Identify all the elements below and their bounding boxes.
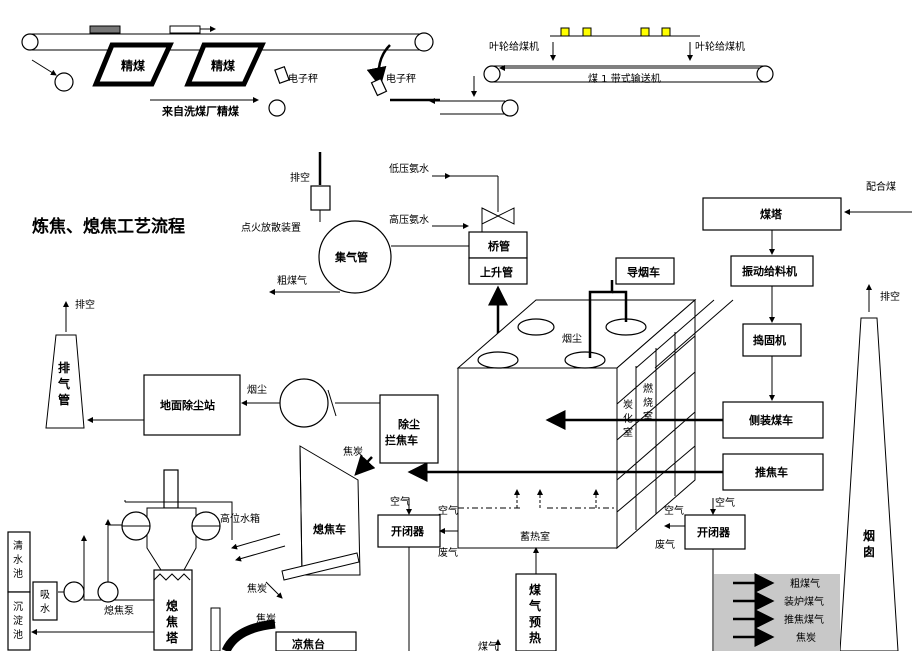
ground-station-label: 地面除尘站 xyxy=(160,398,215,412)
coke-label-1: 焦炭 xyxy=(343,445,363,458)
crude-gas-label: 粗煤气 xyxy=(277,274,307,287)
stack-label: 排气管 xyxy=(57,360,70,407)
from-plant-label: 来自洗煤厂精煤 xyxy=(161,104,240,118)
scale-label-2: 电子秤 xyxy=(386,72,416,85)
guide-car-label-1: 除尘 xyxy=(398,417,420,431)
legend: 粗煤气 装炉煤气 推焦煤气 焦炭 xyxy=(714,573,840,651)
pusher-label: 推焦车 xyxy=(755,465,788,479)
vibrating-feeder-label: 振动给料机 xyxy=(742,264,797,278)
page-title: 炼焦、熄焦工艺流程 xyxy=(32,216,185,237)
coke-oven-battery: 烟尘 炭化室 燃烧室 蓄热室 导烟车 空气 空气 xyxy=(407,257,734,550)
stack-vent-label: 排空 xyxy=(75,298,95,311)
air-label-left-inner: 空气 xyxy=(438,504,458,517)
legend-item-crude-gas: 粗煤气 xyxy=(790,577,820,590)
waste-gas-label-right: 废气 xyxy=(655,538,675,551)
chimney-vent-label: 排空 xyxy=(880,290,900,303)
guide-car-label-2: 拦焦车 xyxy=(385,433,418,447)
fine-coal-label-2: 精煤 xyxy=(211,58,235,73)
blend-coal-label: 配合煤 xyxy=(866,180,896,193)
gas-label: 煤气 xyxy=(478,640,498,651)
coke-label-2: 焦炭 xyxy=(247,582,267,595)
coal-supply-section: 精煤 精煤 电子秤 来自洗煤厂精煤 电子秤 煤 1 带式输送机 叶轮给煤机 叶轮… xyxy=(21,25,774,118)
combustion-label: 燃烧室 xyxy=(643,382,653,423)
switch-left-label: 开闭器 xyxy=(391,524,425,538)
wharf-label: 凉焦台 xyxy=(292,637,325,651)
switch-right-label: 开闭器 xyxy=(697,525,731,539)
fine-coal-pile-2 xyxy=(184,42,266,87)
suction-label: 吸水 xyxy=(40,590,50,615)
fine-coal-pile-1 xyxy=(92,42,174,87)
air-label-left: 空气 xyxy=(390,495,410,508)
bridge-pipe-label: 桥管 xyxy=(488,239,510,253)
collector-label: 集气管 xyxy=(334,250,368,264)
chimney-label: 烟囱 xyxy=(863,529,875,559)
waste-gas-label-left: 废气 xyxy=(438,546,458,559)
fine-coal-label-1: 精煤 xyxy=(121,58,145,73)
water-tank-label: 高位水箱 xyxy=(220,512,260,525)
oven-dust-label: 烟尘 xyxy=(562,332,582,345)
tamping-label: 捣固机 xyxy=(753,333,786,347)
legend-item-pushing-gas: 推焦煤气 xyxy=(784,613,824,626)
feeder-label-1: 叶轮给煤机 xyxy=(489,40,539,53)
feeder-label-2: 叶轮给煤机 xyxy=(695,40,745,53)
station-dust-label: 烟尘 xyxy=(247,383,267,396)
ignition-label: 点火放散装置 xyxy=(241,221,301,234)
settling-pool-label: 沉淀池 xyxy=(13,600,23,641)
legend-background xyxy=(714,574,840,651)
coal-tower-label: 煤塔 xyxy=(760,207,783,221)
air-label-right: 空气 xyxy=(715,496,735,509)
quench-car-label: 熄焦车 xyxy=(313,522,346,536)
riser-label: 上升管 xyxy=(480,265,513,279)
clear-pool-label: 清水池 xyxy=(13,539,23,580)
carbonization-label: 炭化室 xyxy=(623,399,649,439)
air-label-right-inner: 空气 xyxy=(664,504,684,517)
high-ammonia-label: 高压氨水 xyxy=(389,213,429,226)
smoke-guide-label: 导烟车 xyxy=(627,265,660,279)
scale-label-1: 电子秤 xyxy=(288,72,318,85)
low-ammonia-label: 低压氨水 xyxy=(389,162,429,175)
legend-item-coke: 焦炭 xyxy=(796,631,816,644)
dedusting-section: 排空 排气管 地面除尘站 烟尘 除尘 拦焦车 空气 开闭器 废气 煤气预热 煤气 xyxy=(45,298,557,651)
quench-tower-label: 熄焦塔 xyxy=(165,598,179,645)
gas-vent-label: 排空 xyxy=(290,171,310,184)
pump-label: 熄焦泵 xyxy=(104,604,134,617)
side-charger-label: 侧装煤车 xyxy=(749,413,793,427)
legend-item-charging-gas: 装炉煤气 xyxy=(784,595,824,608)
quenching-section: 焦炭 熄焦车 焦炭 高位水箱 熄焦塔 熄焦泵 吸水 xyxy=(7,445,376,651)
chimney-section: 排空 烟囱 xyxy=(839,284,900,651)
regenerator-label: 蓄热室 xyxy=(520,530,550,543)
charging-section: 配合煤 煤塔 振动给料机 捣固机 侧装煤车 推焦车 开闭器 空气 废气 xyxy=(655,180,912,651)
belt-label: 煤 1 带式输送机 xyxy=(588,72,661,85)
gas-collector-section: 排空 点火放散装置 集气管 粗煤气 低压氨水 高压氨水 桥管 上升管 xyxy=(241,152,528,360)
coke-label-3: 焦炭 xyxy=(256,612,276,625)
gas-preheater-label: 煤气预热 xyxy=(528,582,541,645)
